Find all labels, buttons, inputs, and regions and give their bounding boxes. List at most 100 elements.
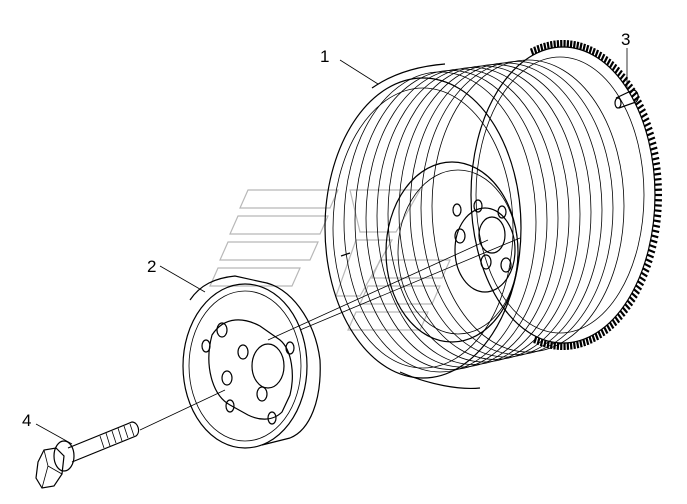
gear-tooth — [635, 99, 643, 106]
pulley-bolt-hole-2 — [480, 254, 492, 270]
gear-tooth — [600, 53, 606, 61]
adapter-hole-6 — [225, 399, 235, 413]
pulley-groove — [420, 61, 614, 355]
gear-tooth — [652, 229, 660, 234]
bolt-flange — [53, 440, 75, 472]
gear-tooth — [594, 49, 600, 57]
gear-tooth — [649, 244, 657, 249]
gear-tooth — [648, 248, 656, 254]
pulley-groove — [365, 68, 559, 368]
gear-tooth — [652, 162, 661, 166]
gear-tooth — [585, 337, 590, 346]
gear-tooth — [533, 336, 538, 344]
gear-tooth — [591, 47, 596, 56]
pulley-ring-gear-assembly — [324, 40, 662, 389]
gear-tooth — [652, 224, 661, 228]
bolt-hex-head — [35, 447, 65, 489]
gear-tooth — [621, 76, 629, 84]
assembly-axis-lines — [139, 237, 521, 431]
adapter-face-edge — [188, 290, 302, 442]
pulley-groove — [398, 64, 592, 360]
gear-tooth — [626, 83, 634, 91]
gear-tooth — [582, 43, 587, 51]
pulley-bolt-hole-6 — [497, 205, 507, 219]
adapter-hole-8 — [285, 341, 295, 355]
gear-tooth — [543, 340, 547, 348]
gear-tooth — [611, 319, 618, 327]
callout-3: 3 — [621, 30, 630, 49]
adapter-hole-5 — [201, 339, 211, 353]
pulley-front-face — [324, 77, 522, 379]
gear-tooth — [650, 146, 658, 151]
pulley-face-edge — [332, 87, 514, 369]
gear-tooth — [631, 91, 638, 98]
brand-logo-watermark — [209, 189, 451, 331]
gear-tooth — [637, 103, 645, 110]
gear-tooth — [549, 41, 553, 49]
gear-tooth — [606, 58, 612, 66]
adapter-hole-7 — [267, 411, 277, 425]
gear-tooth — [635, 284, 643, 291]
gear-tooth — [569, 342, 573, 350]
gear-tooth — [594, 333, 600, 341]
pulley-groove — [431, 59, 625, 353]
gear-tooth — [646, 253, 655, 259]
leader-lines — [35, 48, 628, 445]
gear-tooth — [585, 44, 590, 53]
pulley-grooves — [343, 59, 625, 373]
pulley-groove — [343, 71, 537, 373]
timing-mark — [340, 252, 351, 257]
callout-4: 4 — [22, 411, 31, 430]
pulley-rim-bottom — [399, 371, 481, 389]
gear-tooth — [645, 126, 653, 132]
gear-tooth — [579, 42, 583, 50]
gear-tooth — [614, 316, 621, 324]
gear-tooth — [582, 339, 587, 347]
pulley-bolt-hole-3 — [500, 257, 512, 273]
gear-tooth — [579, 340, 583, 348]
pulley-bolt-hole-5 — [473, 199, 483, 213]
gear-tooth — [603, 326, 609, 335]
gear-tooth — [640, 271, 648, 278]
pulley-groove — [376, 67, 570, 365]
gear-tooth — [646, 131, 655, 137]
gear-tooth — [576, 41, 580, 49]
gear-tooth — [546, 41, 550, 49]
gear-tooth — [600, 329, 606, 337]
gear-tooth — [624, 303, 631, 311]
gear-tooth — [642, 117, 650, 123]
callout-2: 2 — [147, 257, 156, 276]
adapter-front-face — [182, 283, 308, 449]
gear-tooth — [569, 40, 573, 48]
gear-tooth — [653, 219, 661, 223]
gear-tooth — [626, 299, 634, 307]
gear-tooth — [651, 234, 659, 239]
gear-tooth — [628, 296, 636, 303]
adapter-hole-1 — [216, 322, 228, 338]
gear-tooth — [608, 61, 615, 69]
gear-tooth — [643, 121, 652, 128]
gear-tooth — [650, 239, 658, 244]
gear-tooth — [597, 51, 603, 59]
adapter-center-boss — [208, 319, 293, 420]
pulley-bolt-hole-4 — [452, 203, 462, 217]
gear-tooth — [619, 73, 626, 80]
gear-tooth — [637, 280, 645, 287]
pulley-groove — [409, 62, 603, 358]
gear-tooth — [654, 177, 662, 181]
callout-1: 1 — [320, 47, 329, 66]
gear-tooth — [621, 306, 629, 314]
gear-tooth — [614, 66, 621, 74]
pulley-groove — [354, 70, 548, 370]
dowel-pin — [614, 89, 639, 109]
gear-tooth — [576, 341, 580, 349]
gear-tooth — [611, 63, 618, 71]
gear-tooth — [645, 258, 653, 264]
ring-gear-outer — [470, 46, 656, 344]
pulley-hub-inner — [397, 169, 519, 335]
adapter-flange — [182, 275, 321, 449]
gear-tooth — [597, 331, 603, 339]
adapter-hole-2 — [237, 344, 249, 360]
pulley-center-bore — [478, 216, 506, 254]
